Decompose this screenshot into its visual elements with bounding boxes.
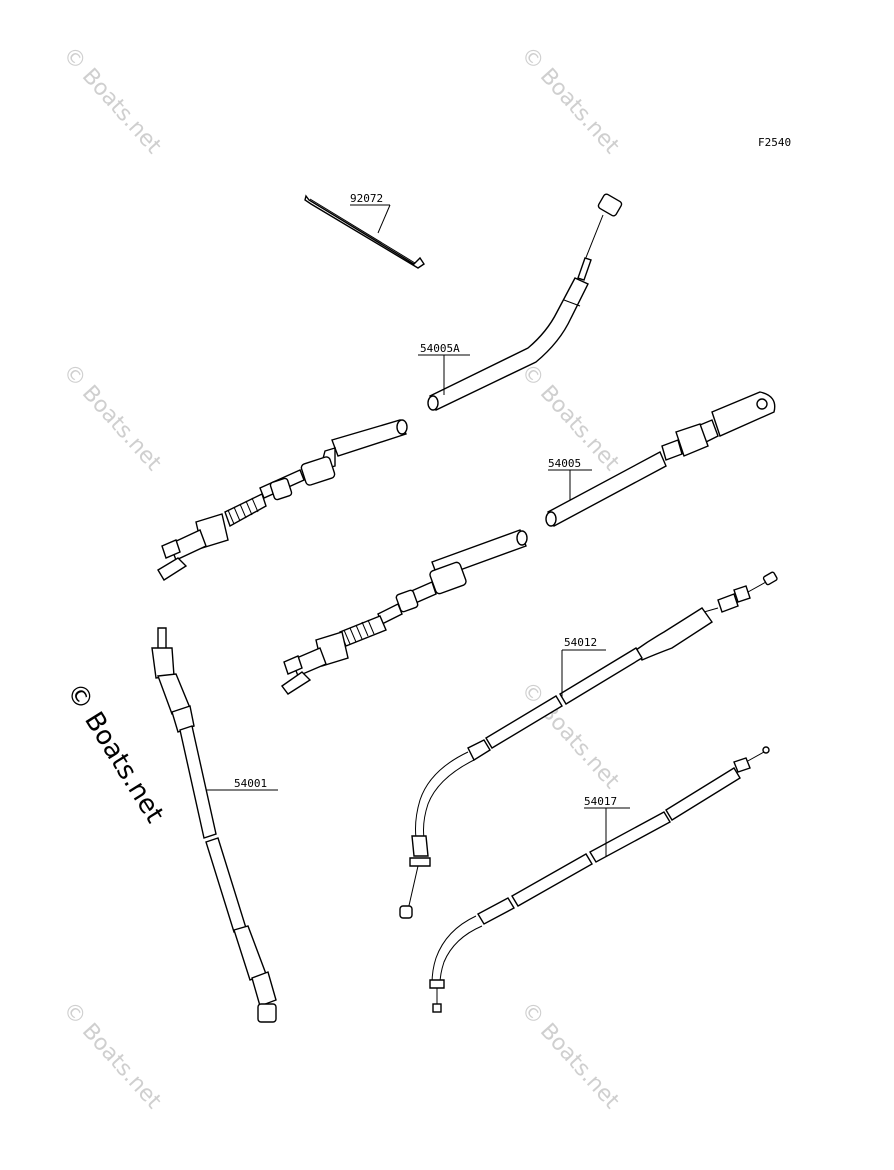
part-54005-cable[interactable]: 54005 — [281, 391, 776, 695]
watermark-main: © Boats.net — [60, 678, 169, 828]
figure-code: F2540 — [758, 136, 791, 149]
watermarks: © Boats.net © Boats.net © Boats.net © Bo… — [58, 42, 625, 1114]
part-54017-cable[interactable]: 54017 — [429, 746, 770, 1013]
part-label: 54005 — [548, 457, 581, 470]
part-label: 54012 — [564, 636, 597, 649]
part-54001-cable[interactable]: 54001 — [151, 627, 278, 1023]
watermark: © Boats.net — [58, 359, 167, 476]
watermark: © Boats.net — [58, 42, 167, 159]
watermark: © Boats.net — [516, 997, 625, 1114]
part-label: 54017 — [584, 795, 617, 808]
watermark: © Boats.net — [58, 997, 167, 1114]
part-label: 92072 — [350, 192, 383, 205]
part-label: 54005A — [420, 342, 460, 355]
part-label: 54001 — [234, 777, 267, 790]
watermark: © Boats.net — [516, 42, 625, 159]
part-54012-cable[interactable]: 54012 — [399, 571, 778, 919]
part-92072-cable-tie[interactable]: 92072 — [304, 192, 425, 269]
part-54005A-cable[interactable]: 54005A — [157, 193, 623, 581]
